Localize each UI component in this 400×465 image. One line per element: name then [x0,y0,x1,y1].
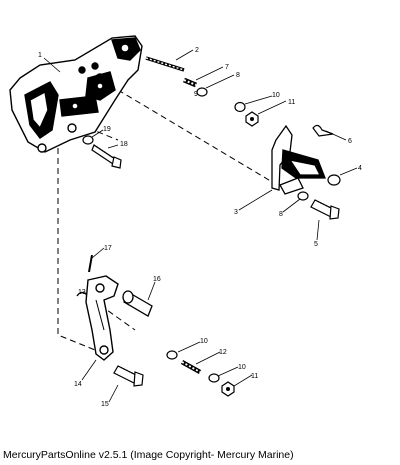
roll-pin-part[interactable] [88,254,93,273]
nut-part[interactable] [245,111,259,127]
washer-part[interactable] [234,101,246,113]
callout-6: 6 [348,138,352,145]
cotter-pin-part[interactable] [312,124,334,137]
callout-19: 19 [103,126,111,133]
callout-labels: 1 2 7 8 10 11 6 4 3 8 5 19 18 9 17 16 13… [38,47,362,408]
callout-7: 7 [225,64,229,71]
callout-16: 16 [153,276,161,283]
callout-8: 8 [236,72,240,79]
upper-washer-part[interactable] [196,87,208,97]
callout-10b: 10 [200,338,208,345]
small-pin-part[interactable] [76,291,90,301]
bolt-part[interactable] [91,144,122,169]
callout-10c: 10 [238,364,246,371]
callout-3: 3 [234,209,238,216]
exploded-parts-diagram: 1 2 7 8 10 11 6 4 3 8 5 19 18 9 17 16 13… [9,35,362,408]
callout-15: 15 [101,401,109,408]
callout-11: 11 [288,99,295,106]
bolt-washer-part[interactable] [82,135,94,145]
lower-washer-2-part[interactable] [208,373,220,383]
lower-nut-part[interactable] [221,381,235,397]
clip-bolt-part[interactable] [310,199,340,220]
callout-8b: 8 [279,211,283,218]
callout-2: 2 [195,47,199,54]
callout-17: 17 [104,245,112,252]
lever-arm-part[interactable] [85,275,119,361]
clip-washer-part[interactable] [297,191,309,201]
clip-bracket-part[interactable] [271,124,326,195]
callout-5: 5 [314,241,318,248]
lower-stud-part[interactable] [180,360,202,374]
callout-9: 9 [194,91,198,98]
pivot-pin-part[interactable] [122,290,153,317]
copyright-footer: MercuryPartsOnline v2.5.1 (Image Copyrig… [3,449,294,461]
callout-18: 18 [120,141,128,148]
callout-leader-lines [43,49,358,403]
callout-13: 13 [78,289,86,296]
callout-14: 14 [74,381,82,388]
bushing-part[interactable] [327,174,341,186]
callout-4: 4 [358,165,362,172]
short-stud-part[interactable] [183,77,197,88]
callout-12: 12 [219,349,227,356]
main-bracket-part[interactable] [9,35,143,153]
lower-washer-part[interactable] [166,350,178,360]
lever-bolt-part[interactable] [113,365,144,387]
callout-1: 1 [38,52,42,59]
long-stud-part[interactable] [145,56,185,72]
callout-11b: 11 [251,373,258,380]
callout-10: 10 [272,92,280,99]
